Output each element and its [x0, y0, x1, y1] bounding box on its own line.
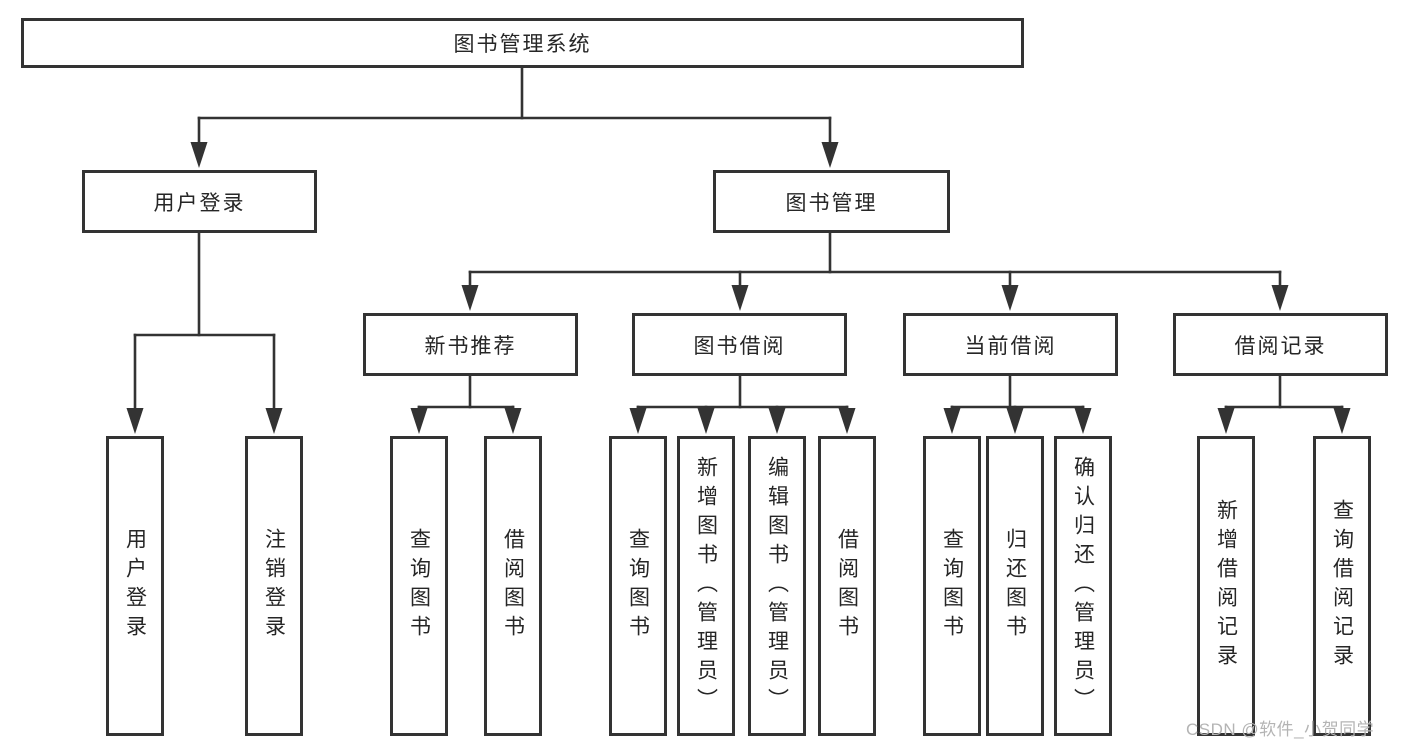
- arrowhead-icon: [838, 408, 856, 434]
- node-cb-return-book: 归还图书: [986, 436, 1044, 736]
- node-bb-edit-book: 编辑图书（管理员）: [748, 436, 806, 736]
- node-cb-confirm-return: 确认归还（管理员）: [1054, 436, 1112, 736]
- arrowhead-icon: [697, 408, 715, 434]
- arrowhead-icon: [504, 408, 522, 434]
- node-user-login: 用户登录: [82, 170, 317, 233]
- arrowhead-icon: [731, 285, 749, 311]
- arrowhead-icon: [190, 142, 208, 168]
- arrowhead-icon: [629, 408, 647, 434]
- node-logout-op: 注销登录: [245, 436, 303, 736]
- arrowhead-icon: [1001, 285, 1019, 311]
- arrowhead-icon: [410, 408, 428, 434]
- arrowhead-icon: [1333, 408, 1351, 434]
- node-borrow-records: 借阅记录: [1173, 313, 1388, 376]
- node-bb-borrow-book: 借阅图书: [818, 436, 876, 736]
- arrowhead-icon: [126, 408, 144, 434]
- arrowhead-icon: [461, 285, 479, 311]
- node-rec-borrow-book: 借阅图书: [484, 436, 542, 736]
- node-user-login-op: 用户登录: [106, 436, 164, 736]
- arrowhead-icon: [1271, 285, 1289, 311]
- arrowhead-icon: [1006, 408, 1024, 434]
- node-rec-query-book: 查询图书: [390, 436, 448, 736]
- node-br-add-record: 新增借阅记录: [1197, 436, 1255, 736]
- arrowhead-icon: [1217, 408, 1235, 434]
- arrowhead-icon: [943, 408, 961, 434]
- watermark: CSDN @软件_小贺同学: [1186, 720, 1375, 739]
- node-bb-query-book: 查询图书: [609, 436, 667, 736]
- arrowhead-icon: [821, 142, 839, 168]
- node-book-borrow: 图书借阅: [632, 313, 847, 376]
- node-cb-query-book: 查询图书: [923, 436, 981, 736]
- node-root: 图书管理系统: [21, 18, 1024, 68]
- node-bb-add-book: 新增图书（管理员）: [677, 436, 735, 736]
- arrowhead-icon: [265, 408, 283, 434]
- node-br-query-record: 查询借阅记录: [1313, 436, 1371, 736]
- node-new-book-rec: 新书推荐: [363, 313, 578, 376]
- arrowhead-icon: [768, 408, 786, 434]
- node-current-borrow: 当前借阅: [903, 313, 1118, 376]
- arrowhead-icon: [1074, 408, 1092, 434]
- node-book-mgmt: 图书管理: [713, 170, 950, 233]
